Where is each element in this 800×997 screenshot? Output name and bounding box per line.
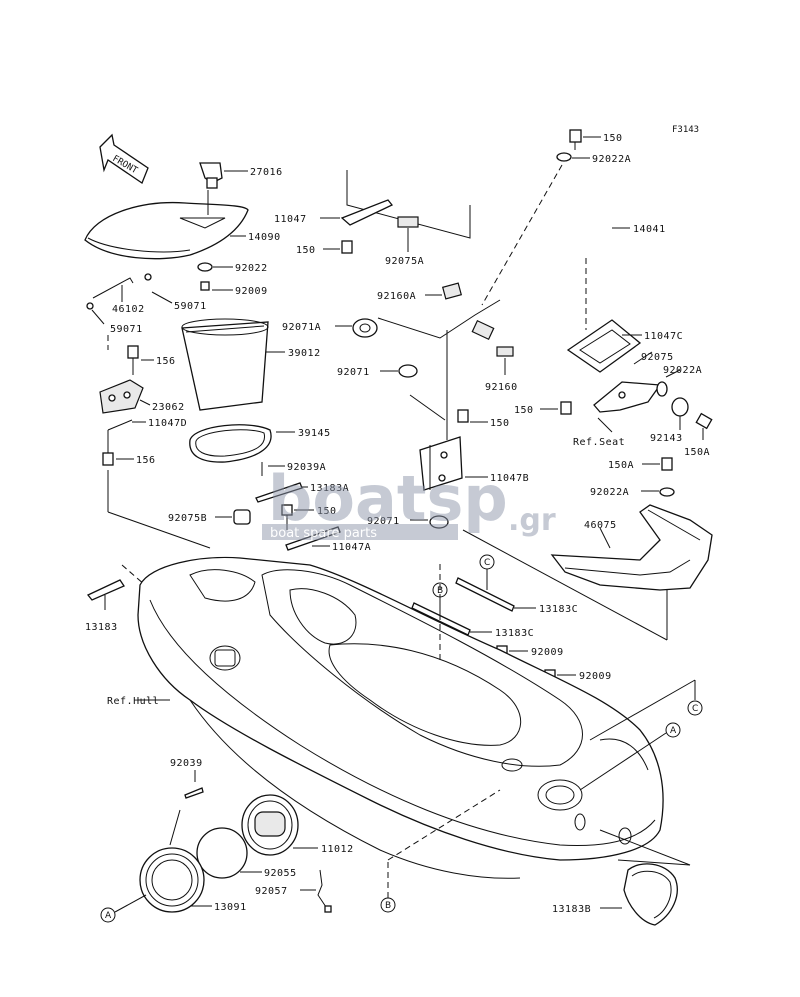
part-label-150-r: 150 [514, 405, 534, 416]
strap-group: C 13183C B 13183C [411, 554, 578, 639]
bracket-11047-group: 11047 150 92075A 92160A [274, 170, 471, 302]
hinge-group: 156 23062 11047D 156 [99, 335, 211, 549]
part-label-92160A: 92160A [377, 291, 416, 302]
part-label-39145: 39145 [298, 428, 331, 439]
watermark-tagline: boat spare parts [270, 526, 377, 541]
part-label-39012: 39012 [288, 348, 321, 359]
part-label-150-c: 150 [490, 418, 510, 429]
part-label-11047B: 11047B [490, 473, 529, 484]
part-label-59071-b: 59071 [110, 324, 143, 335]
part-label-13183: 13183 [85, 622, 118, 633]
callout-a-hull: A [670, 726, 677, 736]
part-label-92039A: 92039A [287, 462, 326, 473]
part-label-156-b: 156 [136, 455, 156, 466]
gasket-39145: 39145 [189, 424, 331, 463]
ref-seat-label: Ref.Seat [573, 437, 625, 448]
part-label-150A-r: 150A [684, 447, 710, 458]
part-label-11047C: 11047C [644, 331, 683, 342]
part-label-92071: 92071 [337, 367, 370, 378]
part-label-92022: 92022 [235, 263, 268, 274]
part-label-150-tl: 150 [296, 245, 316, 256]
part-label-92075A: 92075A [385, 256, 424, 267]
part-label-92022A-top: 92022A [592, 154, 631, 165]
part-label-92071A: 92071A [282, 322, 321, 333]
watermark: boatsp .gr boat spare parts [262, 462, 556, 541]
part-label-92022A-b: 92022A [590, 487, 629, 498]
part-label-92160: 92160 [485, 382, 518, 393]
part-label-46102: 46102 [112, 304, 145, 315]
part-label-11047A: 11047A [332, 542, 371, 553]
part-label-92009-b: 92009 [579, 671, 612, 682]
seat-hatch-group: 27016 14090 92022 92009 46102 59071 5907… [84, 162, 283, 335]
part-label-27016: 27016 [250, 167, 283, 178]
part-label-13183A: 13183A [310, 483, 349, 494]
bracket-11047B-group: 150 11047B 92071 [367, 330, 529, 529]
part-label-92009-top: 92009 [235, 286, 268, 297]
part-label-92022A-r: 92022A [663, 365, 702, 376]
part-label-92039: 92039 [170, 758, 203, 769]
part-label-92009-a: 92009 [531, 647, 564, 658]
figure-code: F3143 [672, 125, 699, 135]
hull-callouts: A C [579, 679, 703, 791]
part-label-59071-a: 59071 [174, 301, 207, 312]
part-label-14041: 14041 [633, 224, 666, 235]
rail-bracket-11047C-group: 11047C 92075 92022A 92143 150A 150 Ref.S… [514, 258, 713, 458]
watermark-suffix: .gr [508, 503, 556, 538]
callout-b-strap: B [437, 586, 443, 596]
bottom-parts: 92039 11012 92055 92057 13091 A B [100, 560, 691, 926]
part-label-92143: 92143 [650, 433, 683, 444]
part-label-13183C-a: 13183C [539, 604, 578, 615]
part-label-13183C-b: 13183C [495, 628, 534, 639]
part-label-92075: 92075 [641, 352, 674, 363]
part-label-92075B: 92075B [168, 513, 207, 524]
callout-b-hull: B [385, 901, 391, 911]
part-label-13183B: 13183B [552, 904, 591, 915]
part-label-92071-b: 92071 [367, 516, 400, 527]
watermark-brand: boatsp [268, 462, 508, 535]
storage-box: 39012 [181, 318, 321, 411]
ref-hull-label: Ref.Hull [107, 696, 159, 707]
part-label-92057: 92057 [255, 886, 288, 897]
front-arrow-icon: FRONT [99, 133, 149, 184]
right-top-group: 150 92022A 14041 [481, 129, 666, 306]
part-label-156-a: 156 [156, 356, 176, 367]
grommet-group: 92071A 92071 92160 [282, 299, 518, 393]
mid-left-parts: 92039A 13183A 150 92075B 11047A 13183 [85, 462, 371, 633]
part-label-14090: 14090 [248, 232, 281, 243]
part-label-150-mid: 150 [317, 506, 337, 517]
callout-c-strap: C [484, 558, 490, 568]
part-label-11047: 11047 [274, 214, 307, 225]
callout-a-ring: A [105, 911, 112, 921]
part-label-150-top: 150 [603, 133, 623, 144]
part-label-13091: 13091 [214, 902, 247, 913]
part-label-92055: 92055 [264, 868, 297, 879]
part-label-23062: 23062 [152, 402, 185, 413]
part-label-46075: 46075 [584, 520, 617, 531]
callout-c-hull: C [692, 704, 698, 714]
hull-body: Ref.Hull [107, 556, 664, 879]
part-label-150A-b: 150A [608, 460, 634, 471]
grab-handle-46075-group: 150A 92022A 46075 [462, 457, 713, 641]
part-label-11047D: 11047D [148, 418, 187, 429]
part-label-11012: 11012 [321, 844, 354, 855]
